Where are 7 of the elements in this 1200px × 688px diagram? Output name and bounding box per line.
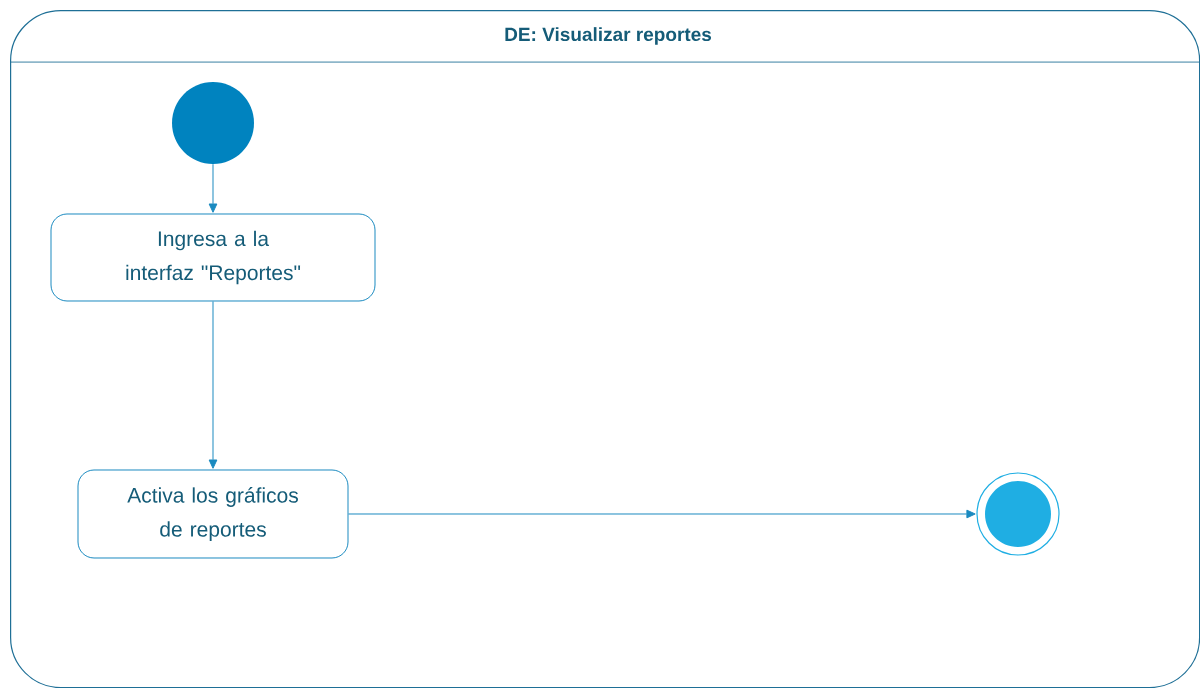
end-node	[976, 472, 1060, 556]
arrow	[208, 301, 218, 469]
activity-box: Activa los gráficos de reportes	[77, 469, 349, 559]
activity-box: Ingresa a la interfaz "Reportes"	[50, 213, 376, 302]
start-node	[172, 82, 254, 164]
arrow	[348, 509, 976, 519]
arrow	[208, 163, 218, 213]
